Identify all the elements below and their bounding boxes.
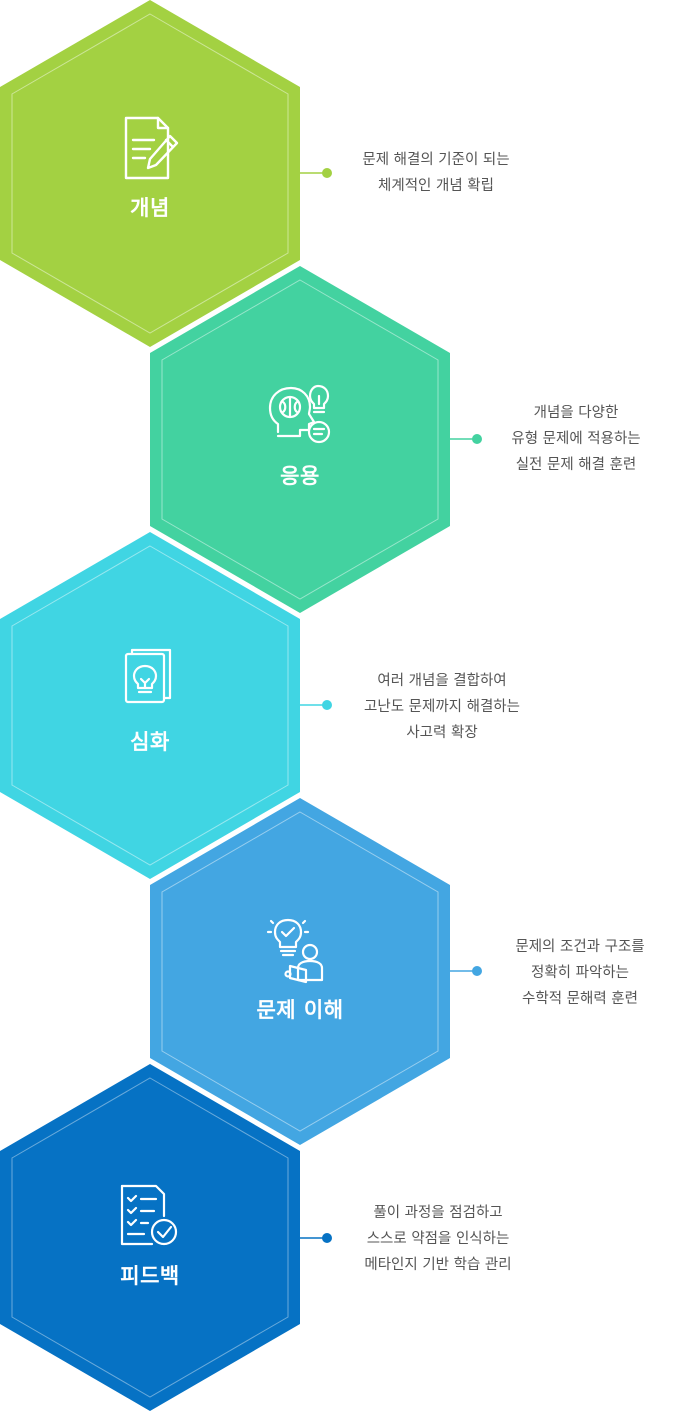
step-description-1: 문제 해결의 기준이 되는 체계적인 개념 확립: [326, 147, 546, 199]
lightbulb-pages-icon: [124, 648, 172, 704]
step-title: 응용: [280, 464, 320, 488]
hexagon-step-2: [150, 266, 482, 613]
brain-lightbulb-chat-icon: [268, 384, 331, 444]
hexagon-content-4: 문제 이해: [150, 914, 450, 1064]
connector-dot-3: [322, 700, 332, 710]
connector-dot-2: [472, 434, 482, 444]
description-line: 개념을 다양한: [533, 405, 619, 421]
description-line: 문제 해결의 기준이 되는: [362, 152, 510, 168]
description-line: 고난도 문제까지 해결하는: [364, 699, 520, 715]
step-title: 문제 이해: [256, 998, 344, 1022]
step-title: 개념: [130, 196, 170, 220]
hexagon-step-4: [150, 798, 482, 1145]
step-description-2: 개념을 다양한 유형 문제에 적용하는 실전 문제 해결 훈련: [466, 400, 683, 478]
step-description-5: 풀이 과정을 점검하고 스스로 약점을 인식하는 메타인지 기반 학습 관리: [328, 1200, 548, 1278]
step-description-3: 여러 개념을 결합하여 고난도 문제까지 해결하는 사고력 확장: [332, 668, 552, 746]
description-line: 수학적 문해력 훈련: [522, 991, 638, 1007]
description-line: 정확히 파악하는: [531, 965, 629, 981]
connector-dot-4: [472, 966, 482, 976]
description-line: 풀이 과정을 점검하고: [373, 1205, 503, 1221]
description-line: 메타인지 기반 학습 관리: [364, 1257, 512, 1273]
step-title: 심화: [130, 730, 170, 754]
connector-dot-1: [322, 168, 332, 178]
hexagon-step-5: [0, 1064, 332, 1411]
document-pencil-icon: [124, 116, 179, 180]
description-line: 사고력 확장: [406, 725, 478, 741]
hexagon-step-3: [0, 532, 332, 879]
description-line: 유형 문제에 적용하는: [511, 431, 641, 447]
hexagon-content-2: 응용: [150, 380, 450, 530]
hexagon-step-1: [0, 0, 332, 347]
lightbulb-reader-icon: [266, 918, 324, 984]
hexagon-content-5: 피드백: [0, 1180, 300, 1330]
hexagon-content-3: 심화: [0, 646, 300, 796]
description-line: 실전 문제 해결 훈련: [515, 457, 637, 473]
hexagon-content-1: 개념: [0, 112, 300, 262]
checklist-icon: [120, 1184, 178, 1246]
description-line: 여러 개념을 결합하여: [377, 673, 507, 689]
step-title: 피드백: [120, 1264, 180, 1288]
connector-dot-5: [322, 1233, 332, 1243]
step-description-4: 문제의 조건과 구조를 정확히 파악하는 수학적 문해력 훈련: [470, 934, 683, 1012]
description-line: 체계적인 개념 확립: [378, 178, 494, 194]
description-line: 스스로 약점을 인식하는: [366, 1231, 510, 1247]
description-line: 문제의 조건과 구조를: [515, 939, 645, 955]
